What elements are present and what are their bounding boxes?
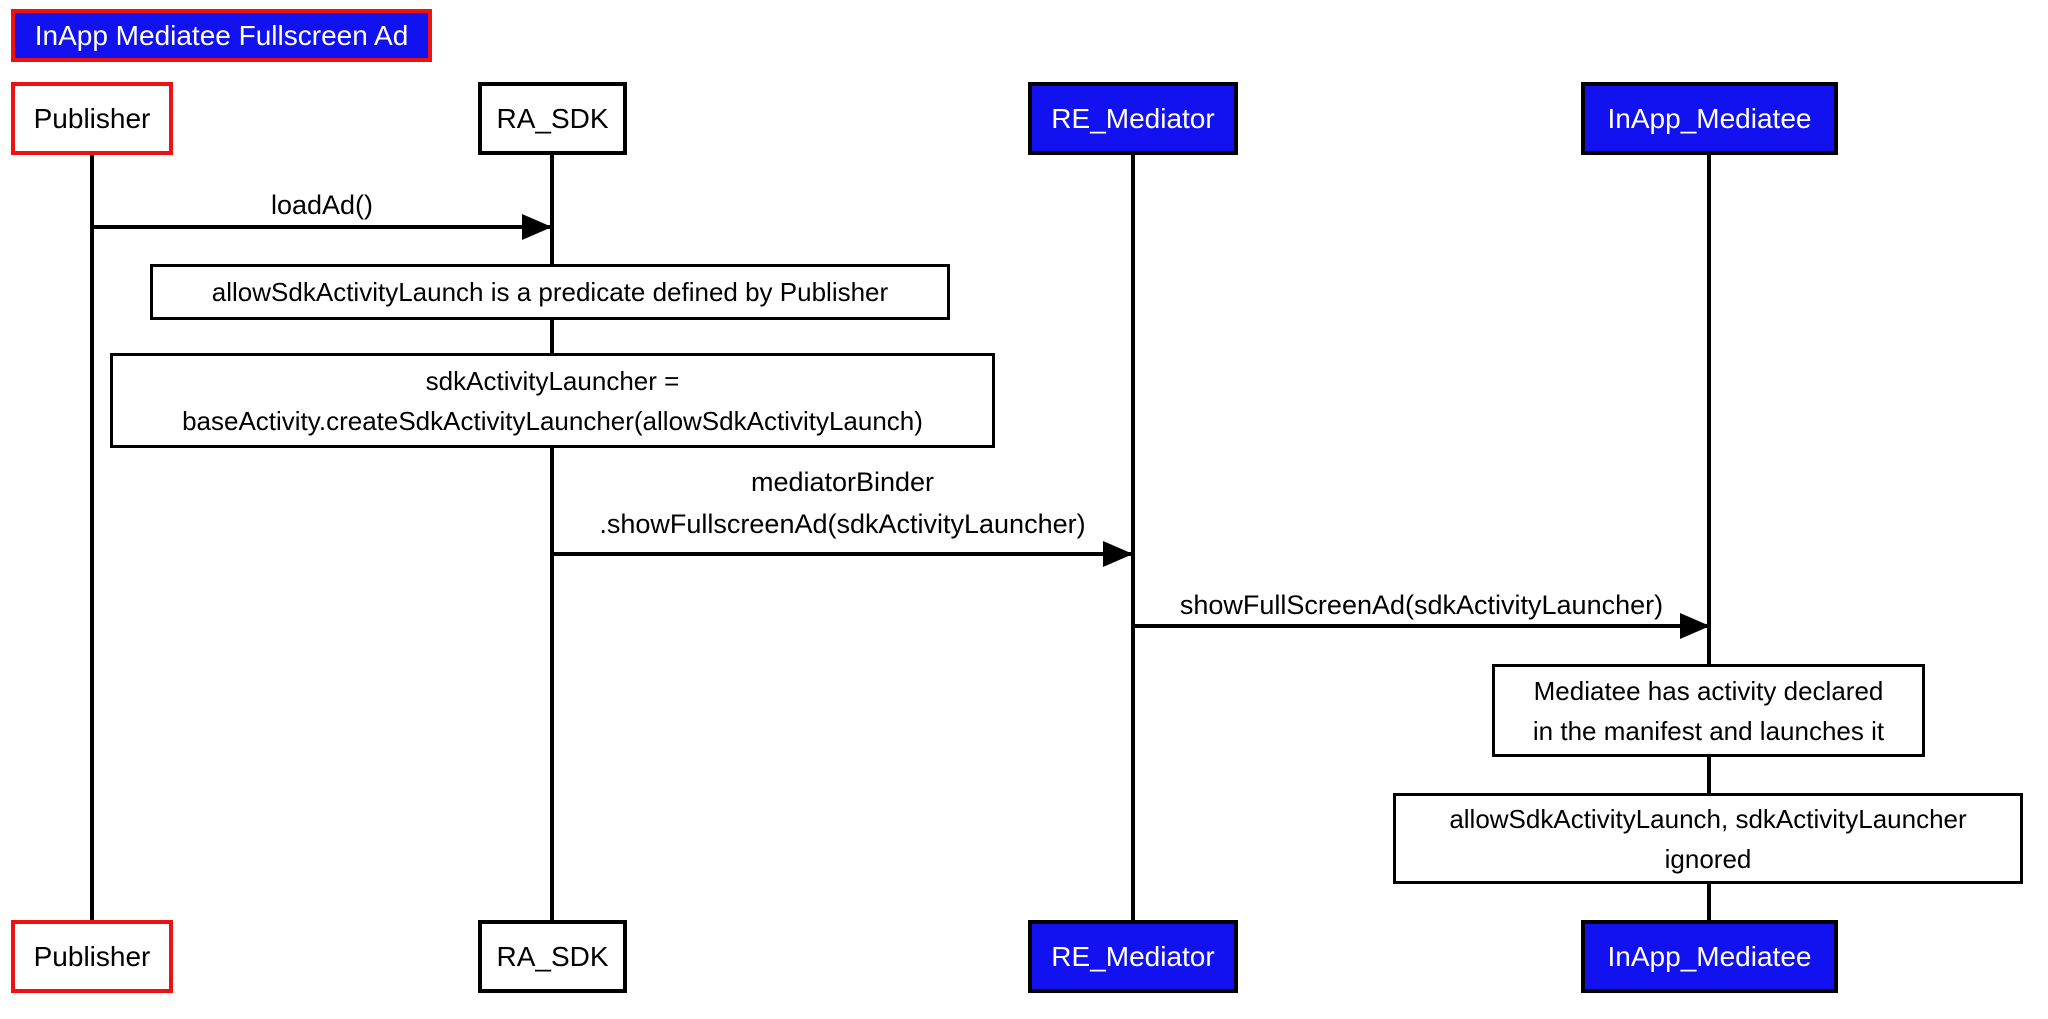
- participant-inapp-mediatee-label: InApp_Mediatee: [1607, 102, 1812, 134]
- message-show-full-screen-ad-arrowhead-icon: [1680, 613, 1710, 639]
- message-loadad-line: [92, 225, 552, 229]
- participant-publisher-bottom-label: Publisher: [33, 940, 151, 972]
- participant-ra-sdk-bottom: RA_SDK: [478, 920, 627, 993]
- note-params-ignored-text: allowSdkActivityLaunch, sdkActivityLaunc…: [1449, 803, 1967, 874]
- lifeline-re-mediator: [1131, 155, 1135, 920]
- participant-inapp-mediatee-bottom: InApp_Mediatee: [1581, 920, 1838, 993]
- participant-publisher-top: Publisher: [11, 82, 173, 155]
- note-predicate-definition-text: allowSdkActivityLaunch is a predicate de…: [211, 277, 889, 307]
- message-loadad-label: loadAd(): [270, 190, 374, 220]
- message-show-fullscreen-ad-label: mediatorBinder .showFullscreenAd(sdkActi…: [599, 467, 1086, 539]
- participant-re-mediator-bottom: RE_Mediator: [1028, 920, 1238, 993]
- note-create-sdk-activity-launcher-text: sdkActivityLauncher = baseActivity.creat…: [182, 365, 923, 436]
- participant-re-mediator-label: RE_Mediator: [1051, 102, 1215, 134]
- participant-inapp-mediatee-top: InApp_Mediatee: [1581, 82, 1838, 155]
- lifeline-publisher: [90, 155, 94, 920]
- lifeline-ra-sdk: [550, 155, 554, 920]
- participant-ra-sdk-top: RA_SDK: [478, 82, 627, 155]
- participant-inapp-mediatee-bottom-label: InApp_Mediatee: [1607, 940, 1812, 972]
- note-predicate-definition: allowSdkActivityLaunch is a predicate de…: [150, 264, 950, 320]
- participant-re-mediator-bottom-label: RE_Mediator: [1051, 940, 1215, 972]
- message-show-full-screen-ad-line: [1133, 624, 1710, 628]
- diagram-title: InApp Mediatee Fullscreen Ad: [11, 9, 432, 62]
- message-show-fullscreen-ad-arrowhead-icon: [1103, 541, 1133, 567]
- message-show-full-screen-ad-label: showFullScreenAd(sdkActivityLauncher): [1179, 590, 1664, 620]
- note-mediatee-manifest: Mediatee has activity declared in the ma…: [1492, 664, 1925, 757]
- participant-publisher-bottom: Publisher: [11, 920, 173, 993]
- message-show-fullscreen-ad-line: [552, 552, 1133, 556]
- note-params-ignored: allowSdkActivityLaunch, sdkActivityLaunc…: [1393, 793, 2023, 884]
- note-mediatee-manifest-text: Mediatee has activity declared in the ma…: [1532, 675, 1885, 746]
- message-loadad-arrowhead-icon: [522, 214, 552, 240]
- participant-ra-sdk-label: RA_SDK: [496, 102, 609, 134]
- lifeline-inapp-mediatee: [1707, 155, 1711, 920]
- note-create-sdk-activity-launcher: sdkActivityLauncher = baseActivity.creat…: [110, 353, 995, 448]
- participant-ra-sdk-bottom-label: RA_SDK: [496, 940, 609, 972]
- participant-publisher-label: Publisher: [33, 102, 151, 134]
- participant-re-mediator-top: RE_Mediator: [1028, 82, 1238, 155]
